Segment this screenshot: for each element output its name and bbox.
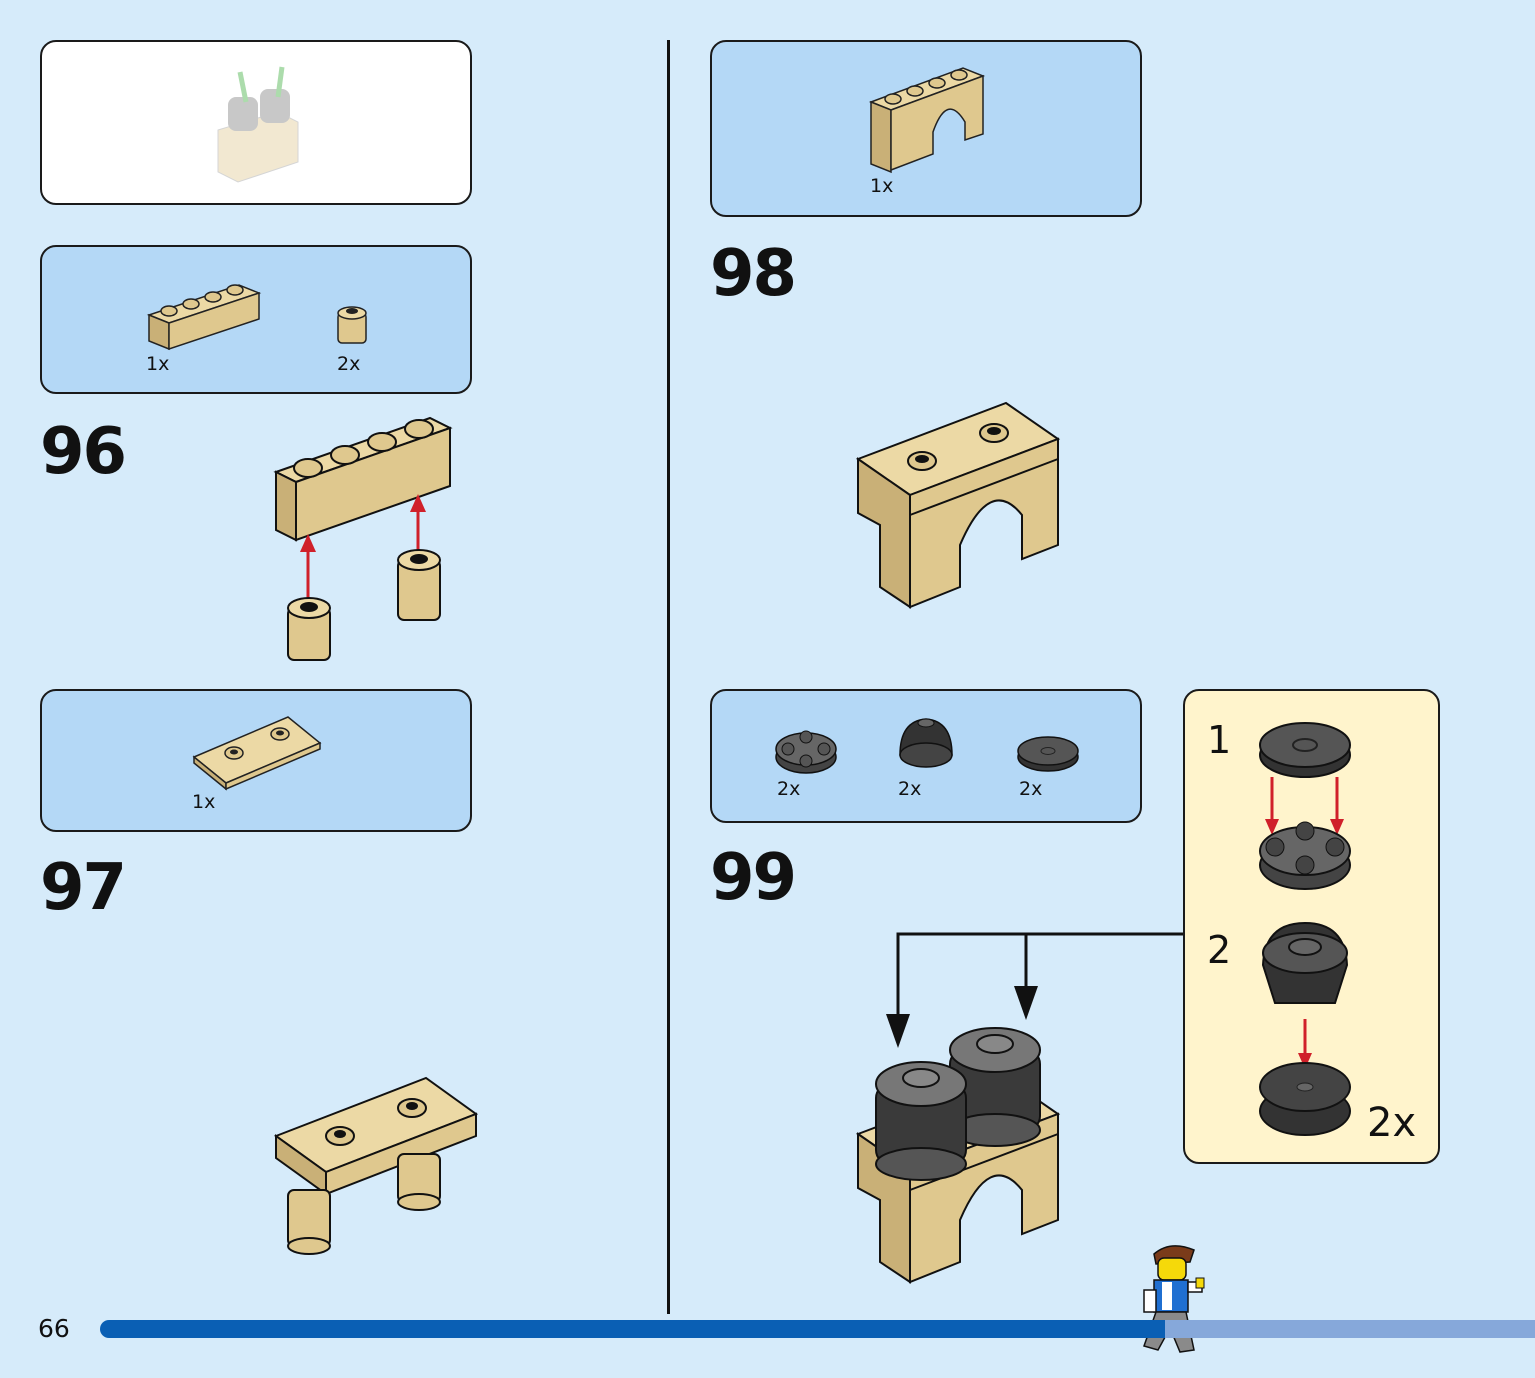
- sub-multiplier: 2x: [1367, 1100, 1417, 1146]
- part-qty: 2x: [1019, 778, 1043, 800]
- page-number: 66: [38, 1314, 70, 1343]
- grey-round-plate-icon: [775, 730, 837, 774]
- grey-cone-icon: [899, 718, 953, 768]
- sub-assembly-illustration: [1259, 722, 1351, 1136]
- grey-round-tile-icon: [1017, 736, 1079, 772]
- sub-step-1: 1: [1207, 718, 1232, 762]
- faded-model-preview: [217, 66, 299, 183]
- column-divider: [667, 40, 670, 1314]
- step-96-illustration: [273, 416, 453, 661]
- part-qty: 2x: [777, 778, 801, 800]
- part-qty: 2x: [898, 778, 922, 800]
- part-qty: 1x: [146, 353, 170, 375]
- step-number-96: 96: [40, 415, 127, 489]
- tan-arch-icon: [868, 67, 986, 174]
- tan-1x4-brick-icon: [146, 284, 262, 351]
- tan-2x4-tile-icon: [192, 716, 322, 791]
- step-97-illustration: [273, 1076, 479, 1255]
- preview-box: [40, 40, 472, 205]
- part-qty: 1x: [870, 175, 894, 197]
- step-99-callout-arrows: [886, 932, 1183, 1048]
- step-number-99: 99: [710, 841, 797, 915]
- tan-round-brick-icon: [337, 306, 367, 344]
- part-qty: 1x: [192, 791, 216, 813]
- step-99-illustration: [855, 1027, 1061, 1284]
- step-98-illustration: [855, 401, 1061, 609]
- parts-box-step-99: 2x 2x 2x: [710, 689, 1142, 823]
- sub-assembly-box: 1 2 2x: [1183, 689, 1440, 1164]
- step-number-97: 97: [40, 851, 127, 925]
- parts-box-step-98: 1x: [710, 40, 1142, 217]
- parts-box-step-97: 1x: [40, 689, 472, 832]
- step-number-98: 98: [710, 237, 797, 311]
- progress-bar-complete: [100, 1320, 1170, 1338]
- parts-box-step-96: 1x 2x: [40, 245, 472, 394]
- part-qty: 2x: [337, 353, 361, 375]
- sub-step-2: 2: [1207, 928, 1232, 972]
- progress-bar-remaining: [1165, 1320, 1535, 1338]
